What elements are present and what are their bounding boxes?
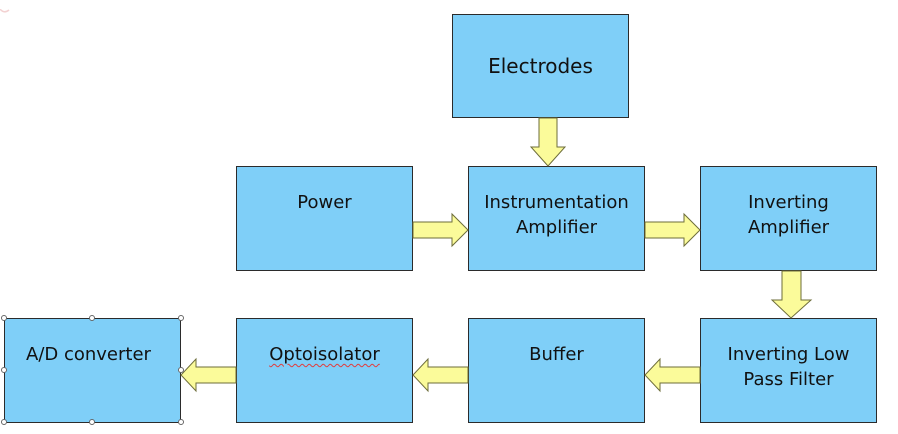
block-optoisolator-label: Optoisolator [237,342,412,367]
arrow-buffer-to-optoisolator-left [412,357,469,393]
block-ad-converter-label: A/D converter [26,344,151,365]
block-instrumentation-amplifier-label-line1: Instrumentation [484,192,629,213]
block-inverting-amplifier-label-line2: Amplifier [747,217,830,238]
arrow-power-to-instrumentation-right [412,212,469,248]
block-electrodes[interactable]: Electrodes [452,14,629,118]
block-inverting-low-pass-filter-label-line1: Inverting Low [727,344,850,365]
block-instrumentation-amplifier-label-line2: Amplifier [515,217,598,238]
block-inverting-low-pass-filter[interactable]: Inverting Low Pass Filter [700,318,877,423]
block-buffer-label: Buffer [529,344,584,365]
corner-mark [0,0,10,13]
block-inverting-low-pass-filter-label-line2: Pass Filter [743,369,834,390]
block-power[interactable]: Power [236,166,413,271]
arrow-optoisolator-to-adconverter-left [180,357,237,393]
arrow-inverting-to-lowpass-down [770,270,813,319]
block-ad-converter[interactable]: A/D converter [4,318,181,423]
block-power-label: Power [297,192,352,213]
block-buffer[interactable]: Buffer [468,318,645,423]
block-electrodes-label: Electrodes [488,53,593,78]
block-inverting-amplifier-label-line1: Inverting [748,192,829,213]
arrow-electrodes-to-instrumentation-down [529,117,567,167]
block-instrumentation-amplifier[interactable]: Instrumentation Amplifier [468,166,645,271]
block-inverting-amplifier[interactable]: Inverting Amplifier [700,166,877,271]
optoisolator-text: Optoisolator [269,344,380,365]
arrow-instrumentation-to-inverting-right [644,212,701,248]
arrow-lowpass-to-buffer-left [644,357,701,393]
block-optoisolator[interactable]: Optoisolator [236,318,413,423]
